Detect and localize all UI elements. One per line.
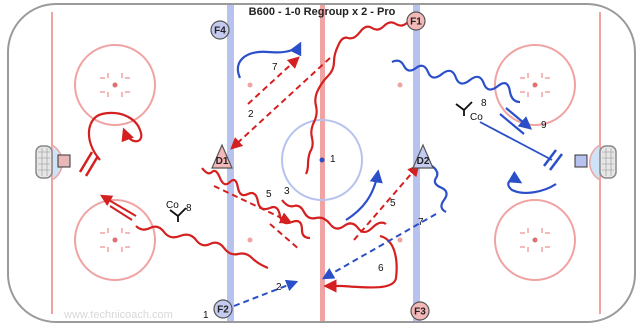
drill-title: B600 - 1-0 Regroup x 2 - Pro xyxy=(249,6,396,18)
stop-lines-left xyxy=(78,151,100,177)
nz-dot-bl xyxy=(247,237,253,243)
f4-loop-path xyxy=(236,41,302,79)
pass-7-top xyxy=(247,56,300,105)
center-circle xyxy=(281,119,363,201)
step-7-top: 7 xyxy=(272,62,278,73)
blue-line-left xyxy=(227,5,234,321)
step-8-right: 8 xyxy=(481,98,487,109)
step-5-left: 5 xyxy=(266,189,272,200)
faceoff-circle-right-bottom xyxy=(494,199,576,281)
step-2-top: 2 xyxy=(248,109,254,120)
step-8-left: 8 xyxy=(186,203,192,214)
faceoff-circle-left-top xyxy=(74,44,156,126)
shot-9-line xyxy=(479,121,553,161)
player-d2[interactable]: D2 xyxy=(412,143,434,169)
step-1-f2: 1 xyxy=(203,310,209,321)
step-3: 3 xyxy=(284,186,290,197)
svg-text:D1: D1 xyxy=(216,156,229,167)
watermark: www.technicoach.com xyxy=(63,309,173,321)
goal-net-left xyxy=(35,145,53,179)
nz-dot-tr xyxy=(397,82,403,88)
stop-lines-right xyxy=(543,149,563,171)
svg-text:F1: F1 xyxy=(410,17,422,28)
coach-label-left: Co xyxy=(166,200,179,211)
pass-2-top xyxy=(230,57,331,150)
red-loop-left xyxy=(87,111,143,161)
skate-3-path xyxy=(281,199,387,234)
faceoff-circle-right-top xyxy=(494,44,576,126)
f1-skate-path xyxy=(305,21,409,175)
shot-left-arrow xyxy=(99,194,137,217)
pylon-right xyxy=(574,154,588,168)
skate-left-coach-path xyxy=(201,167,311,240)
center-red-line xyxy=(320,5,325,321)
coach-icon-right xyxy=(455,101,473,116)
pass-center-dash xyxy=(269,223,301,251)
svg-text:F3: F3 xyxy=(414,307,426,318)
pass-2-bottom xyxy=(233,279,299,307)
player-f3[interactable]: F3 xyxy=(410,301,430,321)
coach-icon-left xyxy=(169,207,187,222)
goal-net-right xyxy=(599,145,617,179)
faceoff-circle-left-bottom xyxy=(74,199,156,281)
blue-curve-center xyxy=(345,169,383,221)
coach-label-right: Co xyxy=(470,112,483,123)
nz-dot-br xyxy=(397,237,403,243)
svg-text:D2: D2 xyxy=(417,156,430,167)
step-6: 6 xyxy=(378,263,384,274)
d2-skate-path xyxy=(431,165,448,213)
svg-text:F4: F4 xyxy=(214,26,226,37)
player-f2[interactable]: F2 xyxy=(213,299,233,319)
player-f4[interactable]: F4 xyxy=(210,20,230,40)
blue-curl-right xyxy=(507,170,557,194)
nz-dot-tl xyxy=(247,82,253,88)
pass-7-right xyxy=(321,213,437,280)
step-2-bottom: 2 xyxy=(276,282,282,293)
step-1-center: 1 xyxy=(330,154,336,165)
blue-skate-to-9 xyxy=(505,107,533,130)
skate-8-left-path xyxy=(135,225,269,270)
step-5-right: 5 xyxy=(390,198,396,209)
player-d1[interactable]: D1 xyxy=(211,143,233,169)
pass-5-left xyxy=(213,185,293,224)
skate-6-path xyxy=(323,234,398,293)
center-dot xyxy=(319,157,325,163)
blue-skate-right-coach xyxy=(391,59,521,104)
pass-5-right xyxy=(353,164,420,241)
player-f1[interactable]: F1 xyxy=(406,11,426,31)
pylon-left xyxy=(57,154,71,168)
step-9: 9 xyxy=(541,120,547,131)
crease-right xyxy=(588,143,601,182)
step-7-right: 7 xyxy=(418,217,424,228)
svg-text:F2: F2 xyxy=(217,305,229,316)
